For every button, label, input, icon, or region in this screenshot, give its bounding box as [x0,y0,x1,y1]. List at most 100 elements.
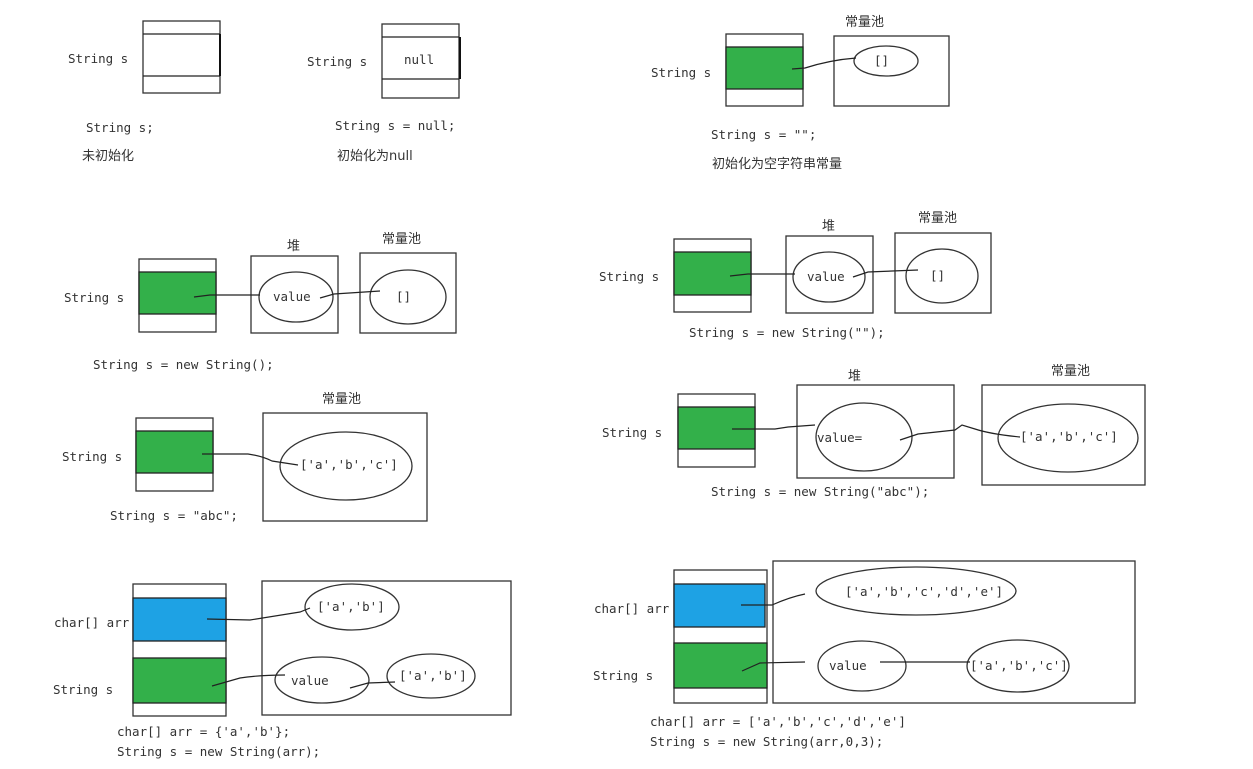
pool-value: [] [930,268,945,283]
variable-label: String s [599,269,659,284]
heap-object [258,271,334,323]
string-ref-slot [135,430,214,474]
panel-new-string-abc: String s 堆 value= 常量池 ['a','b','c'] Stri… [602,364,1146,499]
panel-uninitialized: String s String s; 未初始化 [68,20,221,164]
pool-value: [] [874,53,889,68]
panel-abc-literal: String s 常量池 ['a','b','c'] String s = "a… [62,392,428,523]
copied-array-object [966,639,1070,693]
heap-box [796,384,955,479]
constant-pool-box [359,252,457,334]
panel-new-string-empty-ctor: String s 堆 value 常量池 [] String s = new S… [64,232,457,372]
variable-label: String s [602,425,662,440]
heap-object [815,402,913,472]
caption: 初始化为null [337,149,413,164]
code-line: char[] arr = ['a','b','c','d','e'] [650,714,906,729]
string-object [817,640,907,692]
code-line: String s = null; [335,118,455,133]
reference-arrow [206,607,311,621]
variable-label: String s [593,668,653,683]
reference-arrow [741,661,806,672]
panel-null-init: String s null String s = null; 初始化为null [307,23,461,164]
panel-new-string-empty-literal: String s 堆 value 常量池 [] String s = new S… [599,211,992,340]
reference-arrow [791,57,857,70]
pool-object [997,403,1139,473]
variable-label: String s [68,51,128,66]
reference-arrow [349,681,396,689]
variable-label: String s [651,65,711,80]
heap-field: value= [817,430,862,445]
reference-arrow [852,269,919,278]
reference-arrow [741,593,806,606]
heap-title: 堆 [848,369,861,384]
pool-title: 常量池 [322,392,361,407]
pool-title: 常量池 [382,232,421,247]
panel-new-string-from-array: char[] arr String s ['a','b'] value ['a'… [53,580,512,759]
reference-arrow [732,424,816,430]
variable-label: char[] arr [54,615,130,630]
reference-arrow [899,424,1021,441]
string-ref-slot [725,46,804,90]
constant-pool-box [894,232,992,314]
code-line: String s = new String(arr); [117,744,320,759]
pool-value: ['a','b','c'] [1020,429,1118,444]
stack-frame [142,20,221,94]
heap-field: value [807,269,845,284]
constant-pool-box [262,412,428,522]
code-line: String s = "abc"; [110,508,238,523]
code-line: String s = new String(""); [689,325,885,340]
reference-arrow [211,674,286,687]
string-ref-slot [677,406,756,450]
pool-object [853,45,919,77]
string-object [274,656,370,704]
code-line: String s = new String("abc"); [711,484,929,499]
variable-label: String s [307,54,367,69]
pool-value: [] [396,289,411,304]
code-line: char[] arr = {'a','b'}; [117,724,290,739]
string-field: value [291,673,329,688]
string-ref-slot [673,251,752,296]
string-ref-slot [138,271,217,315]
heap-box [772,560,1136,704]
string-ref-slot [673,642,768,689]
copied-array-value: ['a','b'] [399,668,467,683]
reference-arrow [202,453,299,466]
array-object [815,566,1017,616]
heap-box [785,235,874,314]
pool-object [279,431,413,501]
slot-value: null [404,52,434,67]
array-value: ['a','b'] [317,599,385,614]
heap-box [261,580,512,716]
code-line: String s = new String(arr,0,3); [650,734,883,749]
caption: 初始化为空字符串常量 [712,156,842,172]
array-value: ['a','b','c','d','e'] [845,584,1003,599]
string-field: value [829,658,867,673]
copied-array-object [386,653,476,699]
constant-pool-box [981,384,1146,486]
pool-title: 常量池 [1051,364,1090,379]
array-object [304,583,400,631]
code-line: String s = new String(); [93,357,274,372]
code-line: String s; [86,120,154,135]
heap-title: 堆 [287,239,300,254]
constant-pool-box [833,35,950,107]
panel-empty-literal: String s 常量池 [] String s = ""; 初始化为空字符串常… [651,15,950,172]
pool-title: 常量池 [845,15,884,30]
heap-title: 堆 [822,219,835,234]
copied-array-value: ['a','b','c'] [970,658,1068,673]
variable-label: String s [53,682,113,697]
pool-object [905,248,979,304]
variable-label: char[] arr [594,601,670,616]
reference-arrow [319,290,381,299]
pool-object [369,269,447,325]
variable-label: String s [64,290,124,305]
reference-arrow [729,273,795,277]
string-ref-slot [132,657,227,704]
reference-arrow [193,294,260,298]
stack-frame [381,23,460,99]
heap-object [792,251,866,303]
caption: 未初始化 [82,149,134,164]
heap-field: value [273,289,311,304]
pool-title: 常量池 [918,211,957,226]
panel-new-string-from-array-range: char[] arr String s ['a','b','c','d','e'… [593,560,1136,749]
